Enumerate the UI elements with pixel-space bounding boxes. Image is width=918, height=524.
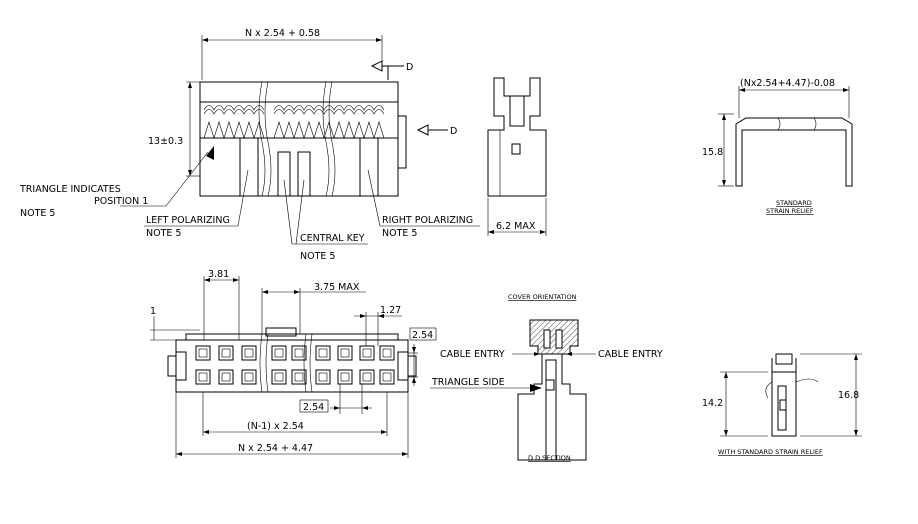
relief-caption-2: STRAIN RELIEF — [766, 207, 814, 215]
left-polarizing-label: LEFT POLARIZING — [146, 215, 230, 226]
right-polarizing-label: RIGHT POLARIZING — [382, 215, 473, 226]
dd-section-view: COVER ORIENTATION CABLE ENTRY CABLE ENTR… — [430, 293, 663, 462]
central-key-note: NOTE 5 — [300, 251, 335, 262]
relief-caption-1: STANDARD — [776, 199, 812, 207]
dim-254-bottom-label: 2.54 — [303, 402, 324, 413]
relief-height-label: 15.8 — [702, 147, 723, 158]
triangle-indicates-label: TRIANGLE INDICATES — [19, 184, 121, 195]
dim-254-right-label: 2.54 — [412, 330, 433, 341]
relief-side-view: 14.2 16.8 WITH STANDARD STRAIN RELIEF — [702, 353, 862, 456]
dim-168-label: 16.8 — [838, 390, 859, 401]
cable-entry-right-label: CABLE ENTRY — [598, 349, 663, 360]
side-view: 6.2 MAX — [487, 77, 547, 236]
cable-entry-left-label: CABLE ENTRY — [440, 349, 505, 360]
central-key-label: CENTRAL KEY — [300, 233, 365, 244]
n-total-label: N x 2.54 + 4.47 — [238, 443, 313, 454]
side-width-label: 6.2 MAX — [496, 221, 536, 232]
right-polarizing-note: NOTE 5 — [382, 228, 417, 239]
with-relief-caption: WITH STANDARD STRAIN RELIEF — [718, 448, 823, 456]
max-375-label: 3.75 MAX — [314, 282, 360, 293]
section-marker-d-mid: D — [450, 126, 457, 137]
n-minus-1-label: (N-1) x 2.54 — [247, 421, 304, 432]
height-dimension-label: 13±0.3 — [148, 136, 183, 147]
dim-1-label: 1 — [150, 306, 156, 317]
left-polarizing-note: NOTE 5 — [146, 228, 181, 239]
relief-width-label: (Nx2.54+4.47)-0.08 — [740, 78, 835, 89]
dd-section-label: D D SECTION — [528, 454, 571, 462]
cover-orientation-label: COVER ORIENTATION — [508, 293, 577, 301]
pitch-381-label: 3.81 — [208, 269, 229, 280]
position-1-label: POSITION 1 — [94, 196, 148, 207]
top-view: 3.81 3.75 MAX 1.27 1 — [150, 269, 437, 458]
top-dimension-label: N x 2.54 + 0.58 — [245, 28, 320, 39]
dim-127-label: 1.27 — [380, 305, 401, 316]
front-view: N x 2.54 + 0.58 D 13±0.3 — [19, 28, 480, 262]
strain-relief-view: (Nx2.54+4.47)-0.08 15.8 STANDARD STRAIN … — [702, 78, 853, 215]
triangle-side-label: TRIANGLE SIDE — [431, 377, 505, 388]
triangle-note-label: NOTE 5 — [20, 208, 55, 219]
section-marker-d-top: D — [406, 62, 413, 73]
dim-142-label: 14.2 — [702, 398, 723, 409]
